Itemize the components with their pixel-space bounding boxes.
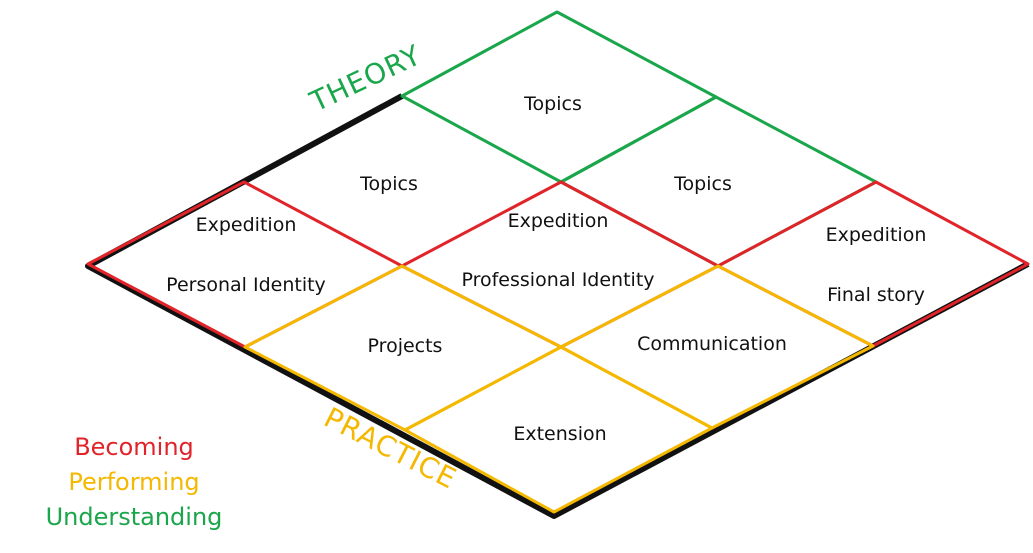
performing-cells [243, 264, 875, 514]
cell-border-extension [403, 345, 714, 514]
cell-top-topics: Topics [523, 93, 582, 115]
cell-center-expedition: Expedition [508, 210, 609, 232]
cell-border-right-expedition [716, 180, 1030, 348]
theory-label: THEORY [304, 38, 426, 118]
cell-communication: Communication [637, 333, 787, 355]
becoming-cells [86, 180, 1030, 349]
cell-left-topics: Topics [359, 173, 418, 195]
cell-right-story: Final story [827, 284, 925, 306]
cell-left-expedition: Expedition [196, 214, 297, 236]
cell-right-topics: Topics [673, 173, 732, 195]
cell-extension: Extension [513, 423, 606, 445]
legend-becoming: Becoming [74, 433, 194, 461]
cell-right-expedition: Expedition [826, 224, 927, 246]
cell-left-identity: Personal Identity [166, 274, 326, 296]
legend-understanding: Understanding [45, 503, 223, 531]
cell-center-identity: Professional Identity [461, 269, 654, 291]
legend: Becoming Performing Understanding [34, 430, 234, 535]
cell-border-left-expedition [86, 180, 404, 349]
cell-border-center-expedition [400, 180, 720, 349]
legend-performing: Performing [68, 468, 200, 496]
cell-projects: Projects [368, 335, 443, 357]
